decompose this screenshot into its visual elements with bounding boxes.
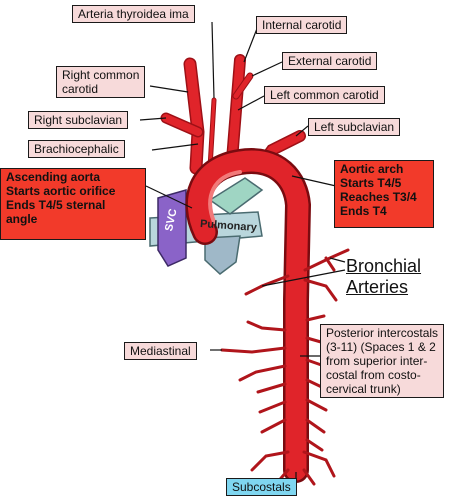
label-right-common-carotid-line-1: Right common (62, 68, 140, 82)
leader-lines (139, 21, 346, 478)
label-aortic-arch-line-4: Ends T4 (340, 204, 387, 218)
label-right-common-carotid: Right common carotid (56, 66, 146, 98)
label-ascending-aorta-line-2: Starts aortic orifice (6, 184, 116, 198)
label-aortic-arch-line-3: Reaches T3/4 (340, 190, 417, 204)
label-aortic-arch: Aortic arch Starts T4/5 Reaches T3/4 End… (334, 160, 434, 228)
label-ascending-aorta-line-3: Ends T4/5 sternal (6, 198, 106, 212)
label-subcostals: Subcostals (226, 478, 297, 496)
label-arteria-thyroidea-ima: Arteria thyroidea ima (72, 5, 195, 23)
label-brachiocephalic: Brachiocephalic (28, 140, 125, 158)
label-posterior-intercostals-line-4: costal from costo- (326, 368, 421, 382)
label-internal-carotid: Internal carotid (256, 16, 348, 34)
label-ascending-aorta-line-1: Ascending aorta (6, 170, 101, 184)
label-aortic-arch-line-2: Starts T4/5 (340, 176, 402, 190)
label-posterior-intercostals-line-2: (3-11) (Spaces 1 & 2 (326, 340, 436, 354)
label-right-subclavian: Right subclavian (28, 111, 129, 129)
label-posterior-intercostals-line-1: Posterior intercostals (326, 326, 439, 340)
label-bronchial-arteries-line-1: Bronchial (346, 256, 422, 276)
label-posterior-intercostals: Posterior intercostals (3-11) (Spaces 1 … (320, 324, 445, 398)
label-bronchial-arteries-line-2: Arteries (346, 277, 409, 297)
svc-vessel (157, 189, 187, 267)
aorta (185, 148, 312, 483)
label-right-common-carotid-line-2: carotid (62, 82, 99, 96)
label-ascending-aorta-line-4: angle (6, 212, 38, 226)
label-mediastinal: Mediastinal (124, 342, 197, 360)
label-posterior-intercostals-line-3: from superior inter- (326, 354, 428, 368)
label-aortic-arch-line-1: Aortic arch (340, 162, 404, 176)
label-external-carotid: External carotid (282, 52, 378, 70)
label-posterior-intercostals-line-5: cervical trunk) (326, 382, 401, 396)
label-left-subclavian: Left subclavian (308, 118, 401, 136)
label-bronchial-arteries: Bronchial Arteries (346, 256, 421, 298)
label-ascending-aorta: Ascending aorta Starts aortic orifice En… (0, 168, 146, 240)
label-left-common-carotid: Left common carotid (264, 86, 385, 104)
